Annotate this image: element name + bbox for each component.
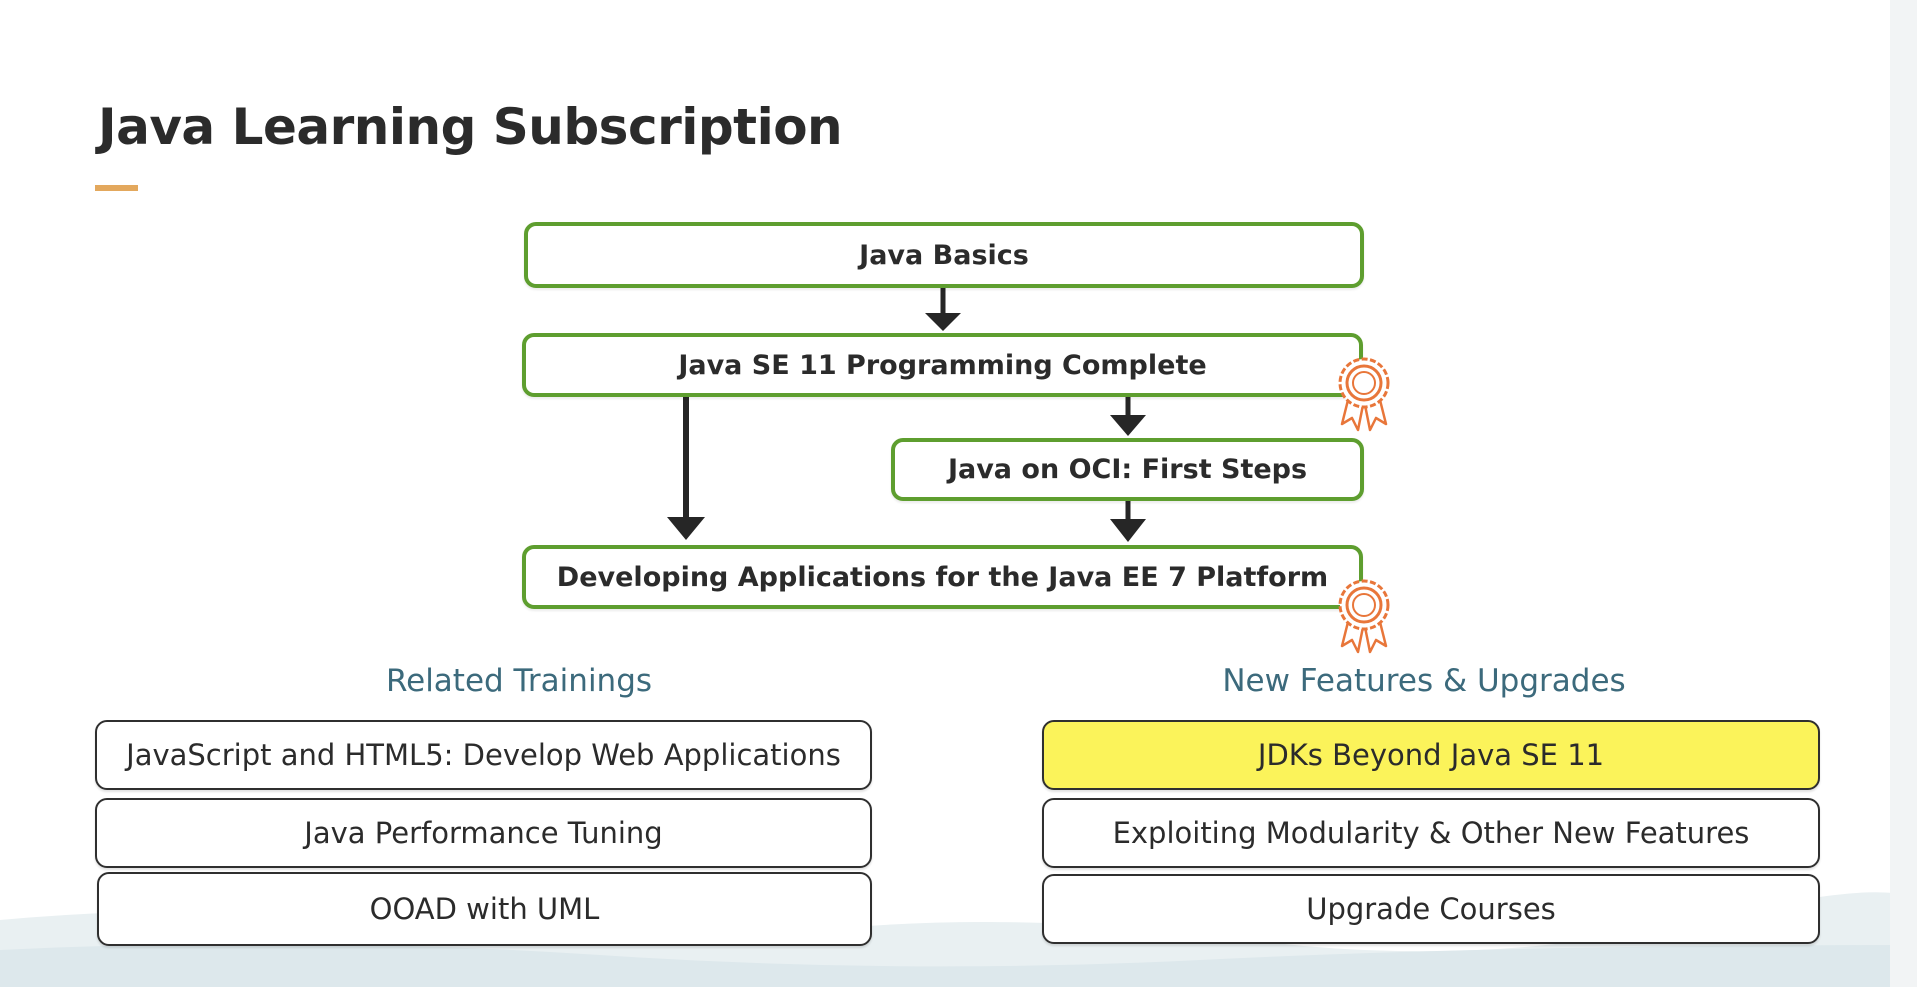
flow-step-java-on-oci: Java on OCI: First Steps: [891, 438, 1364, 501]
new-feature-item: Exploiting Modularity & Other New Featur…: [1042, 798, 1820, 868]
related-training-item: OOAD with UML: [97, 872, 872, 946]
related-trainings-heading: Related Trainings: [385, 663, 653, 699]
new-features-heading: New Features & Upgrades: [1222, 663, 1626, 699]
arrow-se11-to-oci: [1110, 397, 1146, 436]
page-title: Java Learning Subscription: [98, 98, 843, 156]
flow-step-java-se11: Java SE 11 Programming Complete: [522, 333, 1363, 397]
arrow-oci-to-ee7: [1110, 501, 1146, 542]
new-feature-item: Upgrade Courses: [1042, 874, 1820, 944]
related-training-item: JavaScript and HTML5: Develop Web Applic…: [95, 720, 872, 790]
award-ribbon-icon: [1338, 579, 1390, 654]
title-accent-bar: [95, 185, 138, 191]
new-feature-item-highlighted: JDKs Beyond Java SE 11: [1042, 720, 1820, 790]
arrow-basics-to-se11: [925, 288, 961, 331]
flow-step-java-basics: Java Basics: [524, 222, 1364, 288]
award-ribbon-icon: [1338, 357, 1390, 432]
related-training-item: Java Performance Tuning: [95, 798, 872, 868]
flow-step-java-ee7: Developing Applications for the Java EE …: [522, 545, 1363, 609]
arrow-se11-to-ee7: [667, 397, 705, 540]
